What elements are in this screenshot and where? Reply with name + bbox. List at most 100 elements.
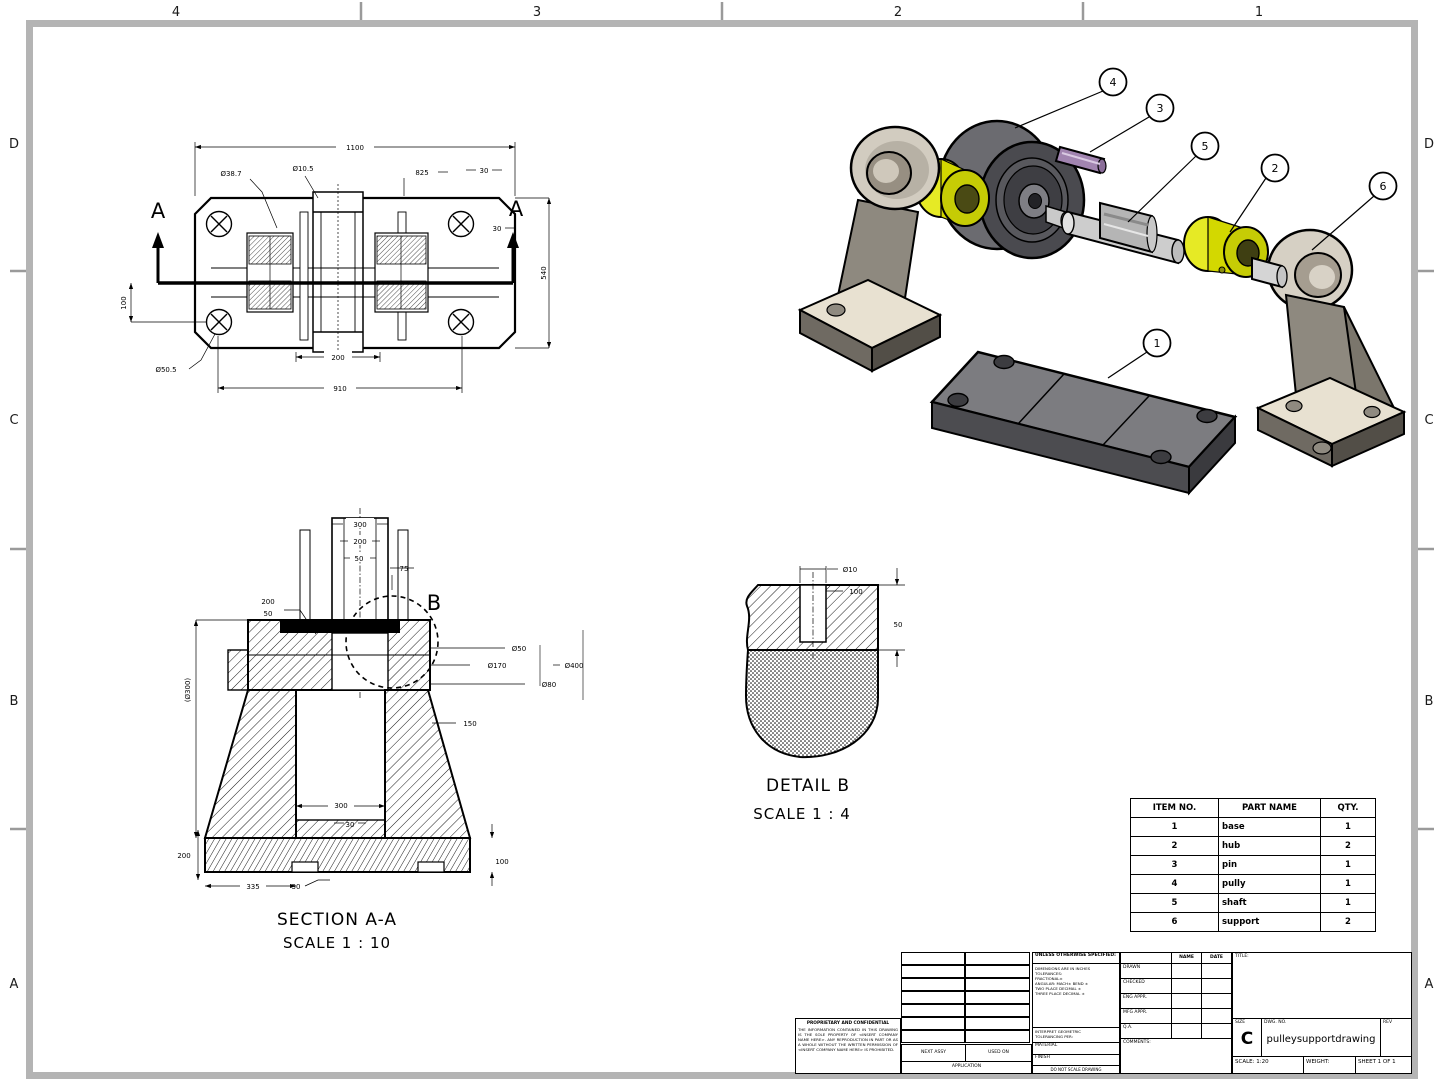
part-name: pin <box>1218 855 1321 875</box>
application-grid-cell <box>901 1030 965 1043</box>
signoff-label: MFG APPR. <box>1120 1008 1172 1024</box>
parts-table: ITEM NO. PART NAME QTY. 1 base 1 2 hub 2… <box>1130 798 1376 932</box>
svg-text:300: 300 <box>334 802 347 810</box>
signoff-date-cell <box>1201 963 1232 979</box>
qty: 1 <box>1320 893 1376 913</box>
application-grid-cell <box>901 1017 965 1030</box>
signoff-name-cell <box>1171 963 1202 979</box>
section-view-scale: SCALE 1 : 10 <box>283 934 391 952</box>
tolerance-line: THREE PLACE DECIMAL ± <box>1035 991 1085 997</box>
svg-text:200: 200 <box>331 354 344 362</box>
signoff-date-cell <box>1201 1008 1232 1024</box>
zone-top-3: 3 <box>533 5 541 20</box>
top-view-bearing-blocks <box>246 232 429 313</box>
application-grid-cell <box>965 991 1030 1004</box>
size-label: SIZE <box>1235 1020 1246 1025</box>
top-view-dimensions: 1100 Ø38.7 Ø10.5 825 30 30 100 540 200 <box>120 141 552 393</box>
svg-text:50: 50 <box>355 555 364 563</box>
proprietary-body: THE INFORMATION CONTAINED IN THIS DRAWIN… <box>798 1026 898 1052</box>
svg-text:Ø50.5: Ø50.5 <box>155 366 176 374</box>
svg-text:825: 825 <box>415 169 428 177</box>
svg-text:200: 200 <box>353 538 366 546</box>
item-no: 5 <box>1130 893 1219 913</box>
part-name: support <box>1218 912 1321 932</box>
balloon-5-label: 5 <box>1202 140 1209 153</box>
used-on-cell: USED ON <box>965 1044 1032 1062</box>
hub-part-right <box>1183 216 1269 278</box>
table-row: 3 pin 1 <box>1130 855 1376 875</box>
part-name: hub <box>1218 836 1321 856</box>
interpret-line: INTERPRET GEOMETRIC <box>1035 1029 1082 1034</box>
application-grid-cell <box>965 1017 1030 1030</box>
svg-text:75: 75 <box>400 565 409 573</box>
svg-text:Ø170: Ø170 <box>488 662 507 670</box>
application-grid-cell <box>901 978 965 991</box>
application-grid-cell <box>965 965 1030 978</box>
section-view-title: SECTION A-A <box>277 910 397 930</box>
table-row: 6 support 2 <box>1130 912 1376 932</box>
proprietary-block: PROPRIETARY AND CONFIDENTIAL THE INFORMA… <box>795 1018 901 1074</box>
svg-text:Ø400: Ø400 <box>565 662 584 670</box>
qty: 1 <box>1320 855 1376 875</box>
zone-right-d: D <box>1424 137 1434 152</box>
scale-cell: SCALE: 1:20 <box>1232 1056 1304 1074</box>
zone-left-b: B <box>10 694 19 709</box>
section-letter-right: A <box>509 197 524 221</box>
svg-text:200: 200 <box>261 598 274 606</box>
application-grid-cell <box>901 965 965 978</box>
rev-cell: REV <box>1380 1018 1412 1057</box>
title-cell: TITLE: <box>1232 952 1412 1019</box>
col-part-name: PART NAME <box>1218 798 1321 818</box>
signoff-label: DRAWN <box>1120 963 1172 979</box>
section-left-pier <box>203 689 297 839</box>
zone-left-c: C <box>9 413 18 428</box>
zone-top-4: 4 <box>172 5 180 20</box>
qty: 1 <box>1320 817 1376 837</box>
item-no: 3 <box>1130 855 1219 875</box>
base-plate-part <box>929 350 1238 496</box>
detail-lower-lobe <box>744 649 879 759</box>
tolerance-line: TOLERANCES: <box>1035 971 1063 977</box>
balloon-1-label: 1 <box>1154 337 1161 350</box>
item-no: 1 <box>1130 817 1219 837</box>
signoff-date-cell <box>1201 1023 1232 1039</box>
support-part-left <box>797 125 943 373</box>
tolerance-line: FRACTIONAL± <box>1035 976 1063 982</box>
zone-right-b: B <box>1425 694 1434 709</box>
detail-view-dimensions: Ø10 100 50 <box>799 566 905 667</box>
application-grid-cell <box>901 1004 965 1017</box>
exploded-view: 4 3 5 2 6 1 <box>797 67 1407 496</box>
section-base-slab <box>204 837 471 873</box>
signoff-name-cell <box>1171 978 1202 994</box>
svg-text:100: 100 <box>120 296 128 309</box>
zone-ticks <box>10 2 1434 831</box>
sheet-frame <box>26 20 1418 1079</box>
tolerance-line: TWO PLACE DECIMAL ± <box>1035 986 1082 992</box>
signoff-label: CHECKED <box>1120 978 1172 994</box>
signoff-label: Q.A. <box>1120 1023 1172 1039</box>
qty: 2 <box>1320 836 1376 856</box>
col-qty: QTY. <box>1320 798 1376 818</box>
balloon-5 <box>1190 131 1220 161</box>
item-no: 4 <box>1130 874 1219 894</box>
application-grid-cell <box>965 978 1030 991</box>
application-grid <box>901 952 1032 1044</box>
balloon-4-label: 4 <box>1110 76 1117 89</box>
part-name: pully <box>1218 874 1321 894</box>
interpret-line2: TOLERANCING PER: <box>1035 1034 1073 1040</box>
svg-text:540: 540 <box>540 266 548 279</box>
balloon-6-label: 6 <box>1380 180 1387 193</box>
do-not-scale-cell: DO NOT SCALE DRAWING <box>1032 1065 1120 1074</box>
part-name: base <box>1218 817 1321 837</box>
top-view: A A 1100 Ø38.7 Ø10.5 825 30 30 100 540 <box>120 141 552 393</box>
svg-text:(Ø300): (Ø300) <box>184 678 192 703</box>
application-grid-cell <box>965 1004 1030 1017</box>
svg-text:100: 100 <box>849 588 862 596</box>
table-row: 1 base 1 <box>1130 817 1376 837</box>
balloon-2-label: 2 <box>1272 162 1279 175</box>
detail-view-scale: SCALE 1 : 4 <box>753 805 851 823</box>
svg-text:200: 200 <box>177 852 190 860</box>
svg-text:Ø38.7: Ø38.7 <box>220 170 241 178</box>
signoff-name-cell <box>1171 993 1202 1009</box>
section-right-pier <box>384 689 472 839</box>
